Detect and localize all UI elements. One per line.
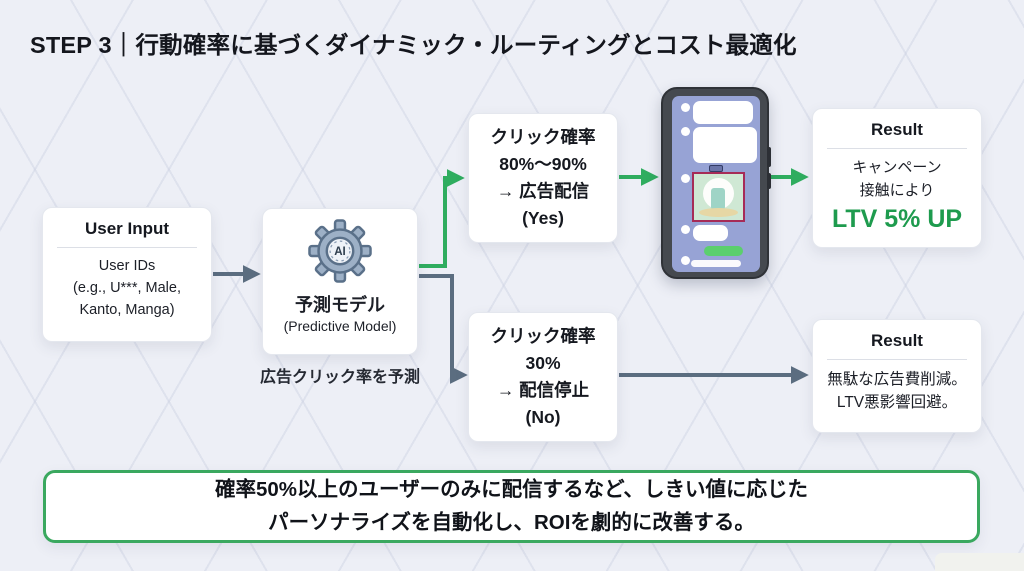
ad-badge <box>709 165 723 172</box>
avatar <box>681 103 690 112</box>
branch-yes-line: → 広告配信 <box>496 181 590 201</box>
avatar <box>681 127 690 136</box>
avatar <box>681 256 690 265</box>
arrow-model-to-yes <box>419 169 465 268</box>
page-title: STEP 3｜行動確率に基づくダイナミック・ルーティングとコスト最適化 <box>30 32 797 58</box>
user-input-line: User IDs <box>98 258 156 274</box>
model-subtitle: (Predictive Model) <box>283 318 397 334</box>
ai-icon-label: AI <box>334 246 346 258</box>
summary-banner: 確率50%以上のユーザーのみに配信するなど、しきい値に応じた パーソナライズを自… <box>43 470 980 543</box>
result-no-title: Result <box>871 331 923 350</box>
divider <box>827 359 967 360</box>
result-yes-box: Result キャンペーン 接触により LTV 5% UP <box>812 108 982 248</box>
background-card <box>935 553 1024 571</box>
green-chat-bubble <box>704 246 743 256</box>
divider <box>57 247 197 248</box>
result-no-line: 無駄な広告費削減。 <box>827 371 967 388</box>
divider <box>827 148 967 149</box>
ltv-highlight: LTV 5% UP <box>831 205 963 233</box>
chat-bubble <box>693 127 757 163</box>
avatar <box>681 225 690 234</box>
result-yes-line: キャンペーン <box>852 159 942 176</box>
chat-input-pill <box>691 260 741 267</box>
avatar <box>681 174 690 183</box>
ad-image-base <box>699 208 738 217</box>
arrow-model-to-no <box>419 274 468 384</box>
prediction-model-box: AI 予測モデル (Predictive Model) <box>262 208 418 355</box>
chat-bubble <box>693 225 728 241</box>
phone-side-button <box>767 147 771 167</box>
summary-line: 確率50%以上のユーザーのみに配信するなど、しきい値に応じた <box>214 477 809 501</box>
branch-yes-line: (Yes) <box>522 208 564 229</box>
result-yes-line: 接触により <box>859 181 935 199</box>
branch-no-line: クリック確率 <box>490 325 596 346</box>
ai-gear-icon: AI <box>308 219 372 283</box>
ad-image <box>692 172 745 222</box>
branch-yes-line: クリック確率 <box>490 126 596 147</box>
branch-no-line: (No) <box>525 407 561 428</box>
result-no-box: Result 無駄な広告費削減。 LTV悪影響回避。 <box>812 319 982 433</box>
chat-bubble <box>693 101 753 124</box>
phone-side-button <box>767 173 771 189</box>
branch-yes-box: クリック確率 80%〜90% → 広告配信 (Yes) <box>468 113 618 243</box>
summary-line: パーソナライズを自動化し、ROIを劇的に改善する。 <box>268 510 755 534</box>
branch-yes-line: 80%〜90% <box>499 153 587 174</box>
phone-screen <box>672 96 760 272</box>
user-input-title: User Input <box>84 219 170 238</box>
phone-mockup <box>661 87 771 279</box>
user-input-line: Kanto, Manga) <box>79 301 175 318</box>
model-title: 予測モデル <box>295 295 385 315</box>
result-no-line: LTV悪影響回避。 <box>836 394 958 412</box>
user-input-box: User Input User IDs (e.g., U***, Male, K… <box>42 207 212 342</box>
ad-image-product <box>711 188 725 210</box>
branch-no-box: クリック確率 30% → 配信停止 (No) <box>468 312 618 442</box>
model-caption: 広告クリック率を予測 <box>259 369 420 386</box>
user-input-line: (e.g., U***, Male, <box>73 279 181 296</box>
result-yes-title: Result <box>871 120 923 139</box>
branch-no-line: 30% <box>525 352 561 373</box>
branch-no-line: → 配信停止 <box>496 380 590 400</box>
